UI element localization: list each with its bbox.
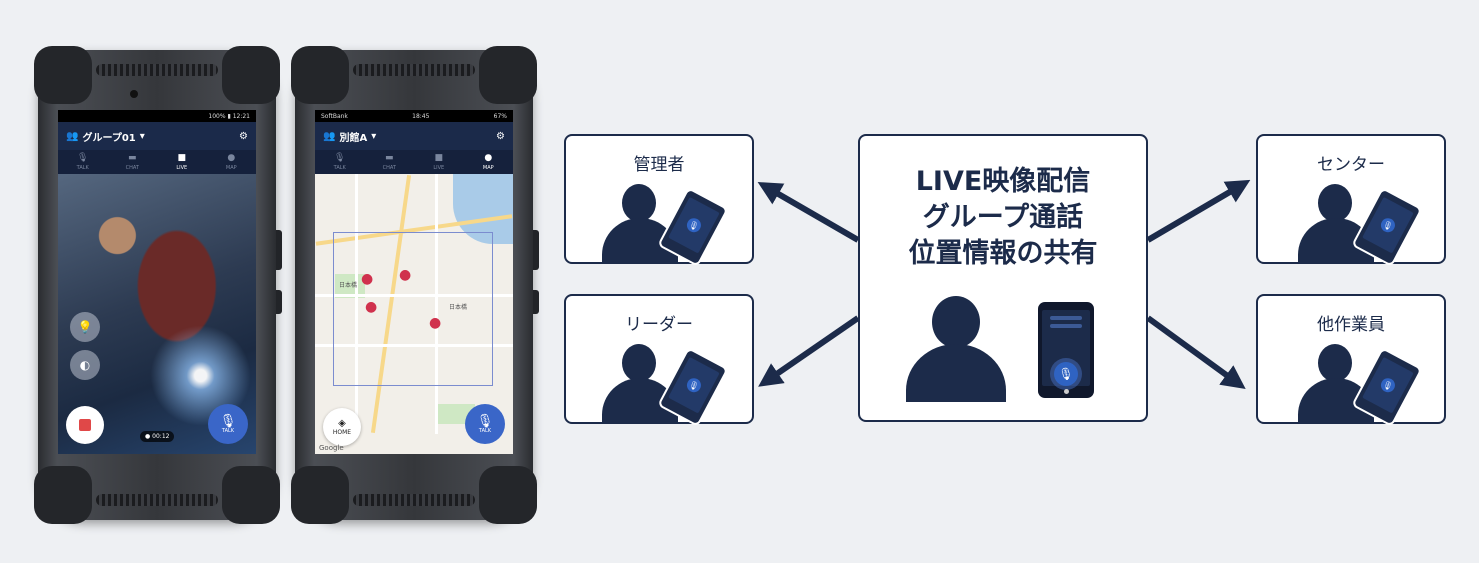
status-time: 12:21 bbox=[232, 112, 250, 120]
status-time: 18:45 bbox=[412, 112, 430, 120]
live-timer: ● 00:12 bbox=[140, 431, 175, 442]
side-button bbox=[533, 290, 539, 314]
arrow-to-center bbox=[1146, 179, 1251, 243]
mic-icon: 🎙 bbox=[1378, 215, 1398, 235]
pin-icon: ● bbox=[484, 152, 493, 163]
camera-icon: ■ bbox=[434, 152, 443, 163]
other-workers-box: 他作業員 🎙 bbox=[1256, 294, 1446, 427]
pin-icon: ● bbox=[227, 152, 236, 163]
stop-icon bbox=[79, 419, 91, 431]
front-camera bbox=[130, 90, 138, 98]
feature-group-call: グループ通話 bbox=[922, 202, 1084, 233]
side-button bbox=[276, 230, 282, 270]
leader-label: リーダー bbox=[625, 315, 693, 335]
talk-button[interactable]: 🎙TALK bbox=[208, 404, 248, 444]
manager-label: 管理者 bbox=[633, 155, 685, 175]
phone-icon: 🎙 bbox=[1038, 302, 1094, 398]
google-logo: Google bbox=[319, 444, 344, 452]
speaker-grille bbox=[96, 64, 218, 76]
map-screen: SoftBank 18:45 67% 👥 別館A ▾ ⚙ 🎙TALK ▬CHAT… bbox=[315, 110, 513, 454]
tab-live[interactable]: ■LIVE bbox=[433, 152, 445, 171]
location-pin-icon[interactable]: ● bbox=[365, 299, 378, 315]
phone-live-device: 100% ▮ 12:21 👥 グループ01 ▾ ⚙ 🎙TALK ▬CHAT ■L… bbox=[34, 46, 282, 524]
center-label: センター bbox=[1317, 155, 1385, 175]
home-button[interactable]: ◈HOME bbox=[323, 408, 361, 446]
group-selector[interactable]: 👥 グループ01 ▾ bbox=[66, 129, 145, 144]
mic-icon: 🎙 bbox=[334, 152, 346, 163]
tab-chat[interactable]: ▬CHAT bbox=[382, 152, 396, 171]
other-workers-label: 他作業員 bbox=[1317, 315, 1385, 335]
group-icon: 👥 bbox=[323, 130, 336, 142]
tab-talk[interactable]: 🎙TALK bbox=[333, 152, 346, 171]
leader-box: リーダー 🎙 bbox=[564, 294, 754, 427]
light-button[interactable]: 💡 bbox=[70, 312, 100, 342]
chat-icon: ▬ bbox=[384, 152, 394, 163]
map-label: 日本橋 bbox=[339, 282, 358, 289]
gear-icon[interactable]: ⚙ bbox=[496, 130, 505, 142]
chevron-down-icon: ▾ bbox=[371, 130, 377, 142]
home-icon: ◈ bbox=[338, 418, 346, 429]
lightbulb-icon: 💡 bbox=[77, 320, 93, 334]
group-name: 別館A bbox=[339, 132, 368, 144]
features-title: LIVE映像配信 グループ通話 位置情報の共有 bbox=[860, 164, 1146, 272]
status-bar: 100% ▮ 12:21 bbox=[58, 110, 256, 122]
group-name: グループ01 bbox=[82, 132, 136, 144]
tab-map[interactable]: ●MAP bbox=[482, 152, 494, 171]
camera-switch-button[interactable]: ◐ bbox=[70, 350, 100, 380]
carrier-text: SoftBank bbox=[321, 112, 348, 120]
tab-bar: 🎙TALK ▬CHAT ■LIVE ●MAP bbox=[315, 150, 513, 174]
tab-talk[interactable]: 🎙TALK bbox=[76, 152, 89, 171]
speaker-grille bbox=[353, 64, 475, 76]
tab-chat[interactable]: ▬CHAT bbox=[125, 152, 139, 171]
status-bar: SoftBank 18:45 67% bbox=[315, 110, 513, 122]
battery-text: 67% bbox=[493, 112, 507, 120]
mic-icon: 🎙 bbox=[77, 152, 89, 163]
location-pin-icon[interactable]: ● bbox=[361, 271, 374, 287]
battery-text: 100% bbox=[208, 112, 226, 120]
feature-live-video: LIVE映像配信 bbox=[915, 166, 1091, 197]
mic-icon: 🎙 bbox=[219, 413, 237, 429]
live-screen: 100% ▮ 12:21 👥 グループ01 ▾ ⚙ 🎙TALK ▬CHAT ■L… bbox=[58, 110, 256, 454]
group-icon: 👥 bbox=[66, 130, 79, 142]
speaker-grille bbox=[96, 494, 218, 506]
manager-box: 管理者 🎙 bbox=[564, 134, 754, 267]
tab-map[interactable]: ●MAP bbox=[225, 152, 237, 171]
mic-icon: 🎙 bbox=[684, 215, 704, 235]
app-header: 👥 グループ01 ▾ ⚙ bbox=[58, 122, 256, 150]
center-staff-box: センター 🎙 bbox=[1256, 134, 1446, 267]
talk-button[interactable]: 🎙TALK bbox=[465, 404, 505, 444]
app-header: 👥 別館A ▾ ⚙ bbox=[315, 122, 513, 150]
mic-icon: 🎙 bbox=[1378, 375, 1398, 395]
live-video-feed: 💡 ◐ ● 00:12 🎙TALK bbox=[58, 174, 256, 454]
tab-bar: 🎙TALK ▬CHAT ■LIVE ●MAP bbox=[58, 150, 256, 174]
map-label: 日本橋 bbox=[449, 304, 468, 311]
tab-live[interactable]: ■LIVE bbox=[176, 152, 188, 171]
mic-icon: 🎙 bbox=[1054, 362, 1078, 386]
geofence-area bbox=[333, 232, 493, 386]
switch-camera-icon: ◐ bbox=[79, 358, 91, 372]
side-button bbox=[276, 290, 282, 314]
center-box: LIVE映像配信 グループ通話 位置情報の共有 🎙 bbox=[858, 134, 1148, 422]
mic-icon: 🎙 bbox=[684, 375, 704, 395]
chat-icon: ▬ bbox=[127, 152, 137, 163]
side-button bbox=[533, 230, 539, 270]
location-pin-icon[interactable]: ● bbox=[429, 315, 442, 331]
phone-map-device: SoftBank 18:45 67% 👥 別館A ▾ ⚙ 🎙TALK ▬CHAT… bbox=[291, 46, 539, 524]
location-pin-icon[interactable]: ● bbox=[399, 267, 412, 283]
chevron-down-icon: ▾ bbox=[139, 130, 145, 142]
arrow-to-manager bbox=[757, 181, 860, 243]
arrow-to-other-workers bbox=[1146, 315, 1246, 390]
arrow-to-leader bbox=[758, 315, 860, 387]
map-view[interactable]: 日本橋 日本橋 ● ● ● ● ◈HOME 🎙TALK Google bbox=[315, 174, 513, 454]
group-selector[interactable]: 👥 別館A ▾ bbox=[323, 129, 376, 144]
record-stop-button[interactable] bbox=[66, 406, 104, 444]
feature-location-share: 位置情報の共有 bbox=[908, 238, 1098, 269]
gear-icon[interactable]: ⚙ bbox=[239, 130, 248, 142]
camera-icon: ■ bbox=[177, 152, 186, 163]
mic-icon: 🎙 bbox=[476, 413, 494, 429]
speaker-grille bbox=[353, 494, 475, 506]
